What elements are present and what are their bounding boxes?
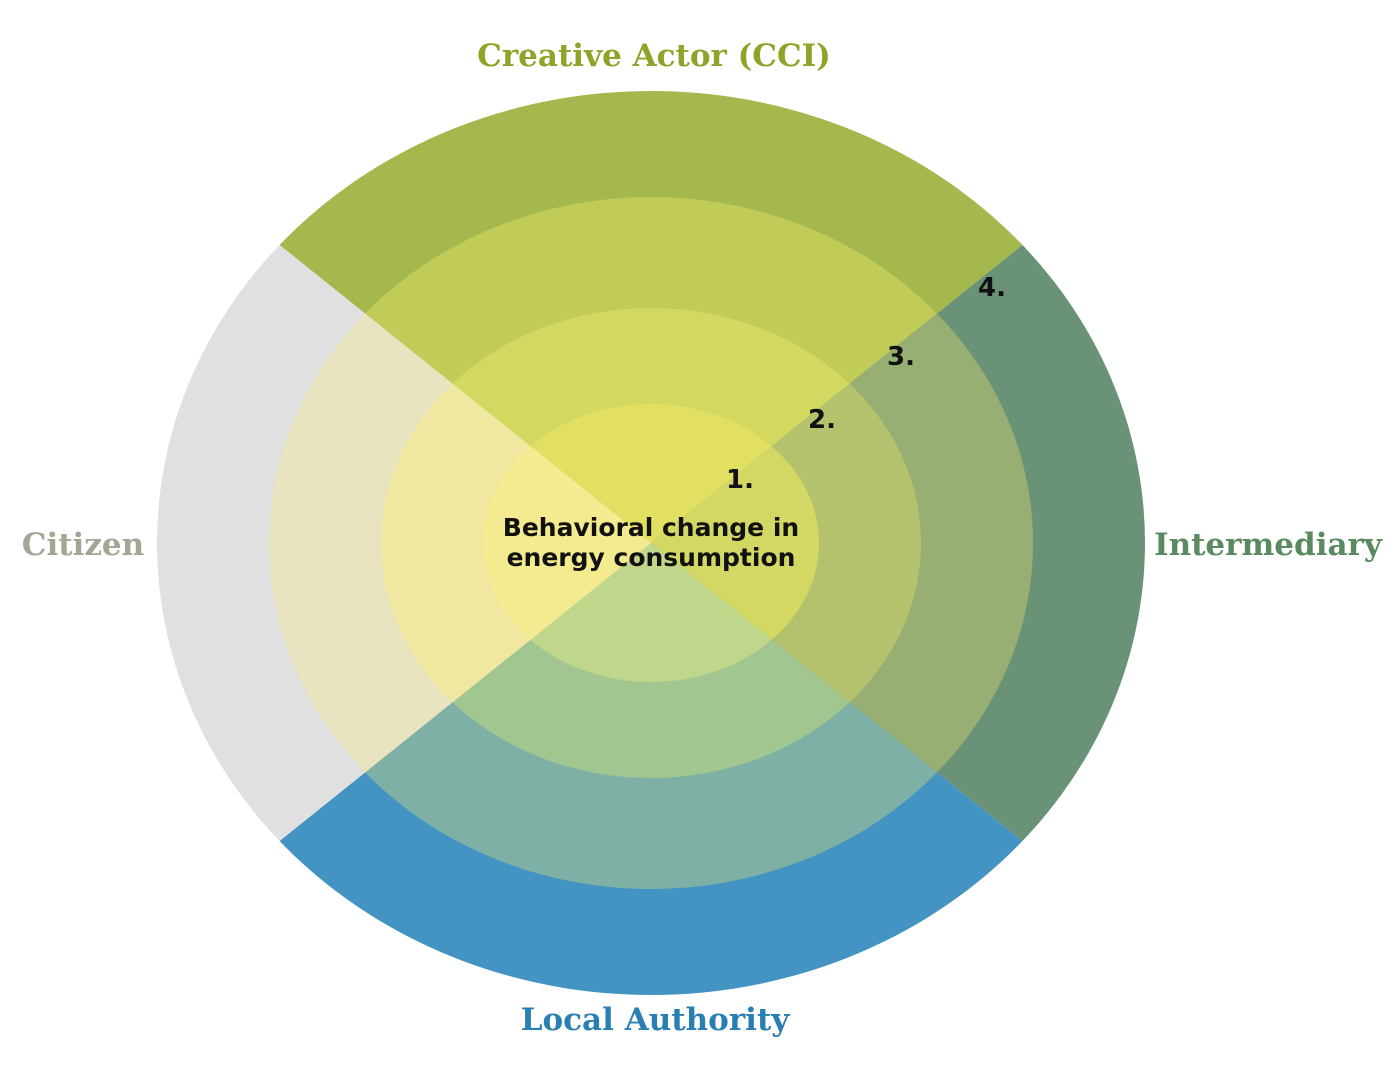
sector-local-authority (157, 543, 1145, 995)
ring-label-3: 3. (887, 342, 915, 372)
top-ring-1 (483, 404, 819, 543)
label-local-authority: Local Authority (521, 1002, 791, 1038)
bottom-ring-1 (483, 543, 819, 682)
ring-label-2: 2. (808, 405, 836, 435)
top-ring-2 (381, 308, 921, 543)
center-label-line-2: energy consumption (507, 543, 796, 572)
bottom-ring-2 (381, 543, 921, 778)
ring-label-4: 4. (978, 273, 1006, 303)
sector-creative-actor (157, 91, 1145, 543)
label-citizen: Citizen (22, 527, 144, 563)
bottom-ring-3 (269, 543, 1033, 889)
top-ring-3 (269, 197, 1033, 543)
ring-label-1: 1. (726, 465, 754, 495)
label-intermediary: Intermediary (1154, 527, 1383, 563)
center-label-line-1: Behavioral change in (503, 513, 799, 542)
label-creative-actor: Creative Actor (CCI) (477, 38, 831, 74)
